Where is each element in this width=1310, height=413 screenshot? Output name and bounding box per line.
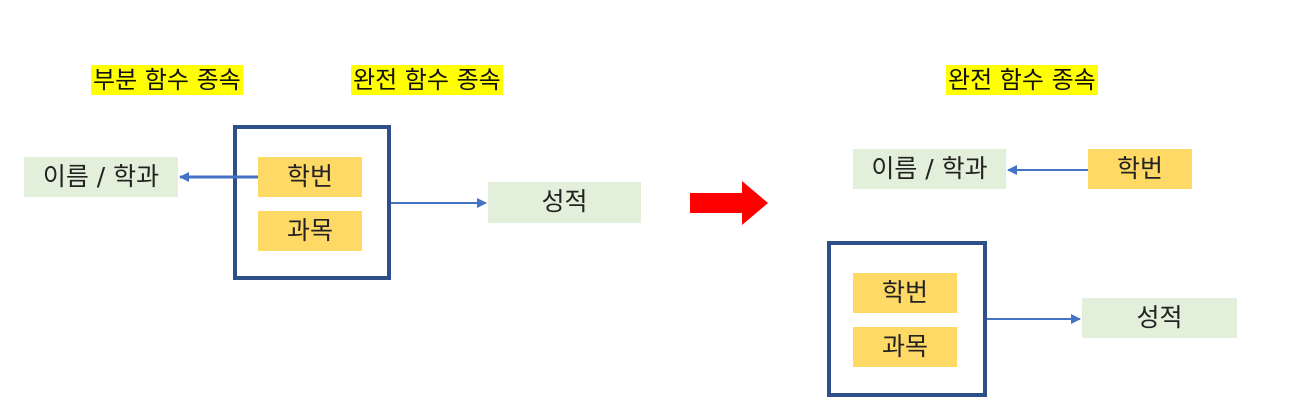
grade-box-right: 성적 bbox=[1082, 298, 1237, 338]
composite-key-frame-right bbox=[827, 241, 987, 397]
partial-dependency-label: 부분 함수 종속 bbox=[91, 65, 243, 95]
name-dept-box-right: 이름 / 학과 bbox=[853, 149, 1006, 189]
full-dependency-label-left: 완전 함수 종속 bbox=[351, 65, 503, 95]
student-id-box-right: 학번 bbox=[853, 273, 957, 313]
student-id-single-box-right: 학번 bbox=[1088, 149, 1192, 189]
name-dept-box-left: 이름 / 학과 bbox=[24, 157, 178, 197]
transition-arrow-icon bbox=[690, 181, 768, 225]
student-id-box-left: 학번 bbox=[258, 157, 362, 197]
full-dependency-label-right: 완전 함수 종속 bbox=[946, 65, 1098, 95]
course-box-left: 과목 bbox=[258, 211, 362, 251]
composite-key-frame-left bbox=[233, 125, 391, 280]
course-box-right: 과목 bbox=[853, 327, 957, 367]
grade-box-left: 성적 bbox=[488, 182, 641, 223]
